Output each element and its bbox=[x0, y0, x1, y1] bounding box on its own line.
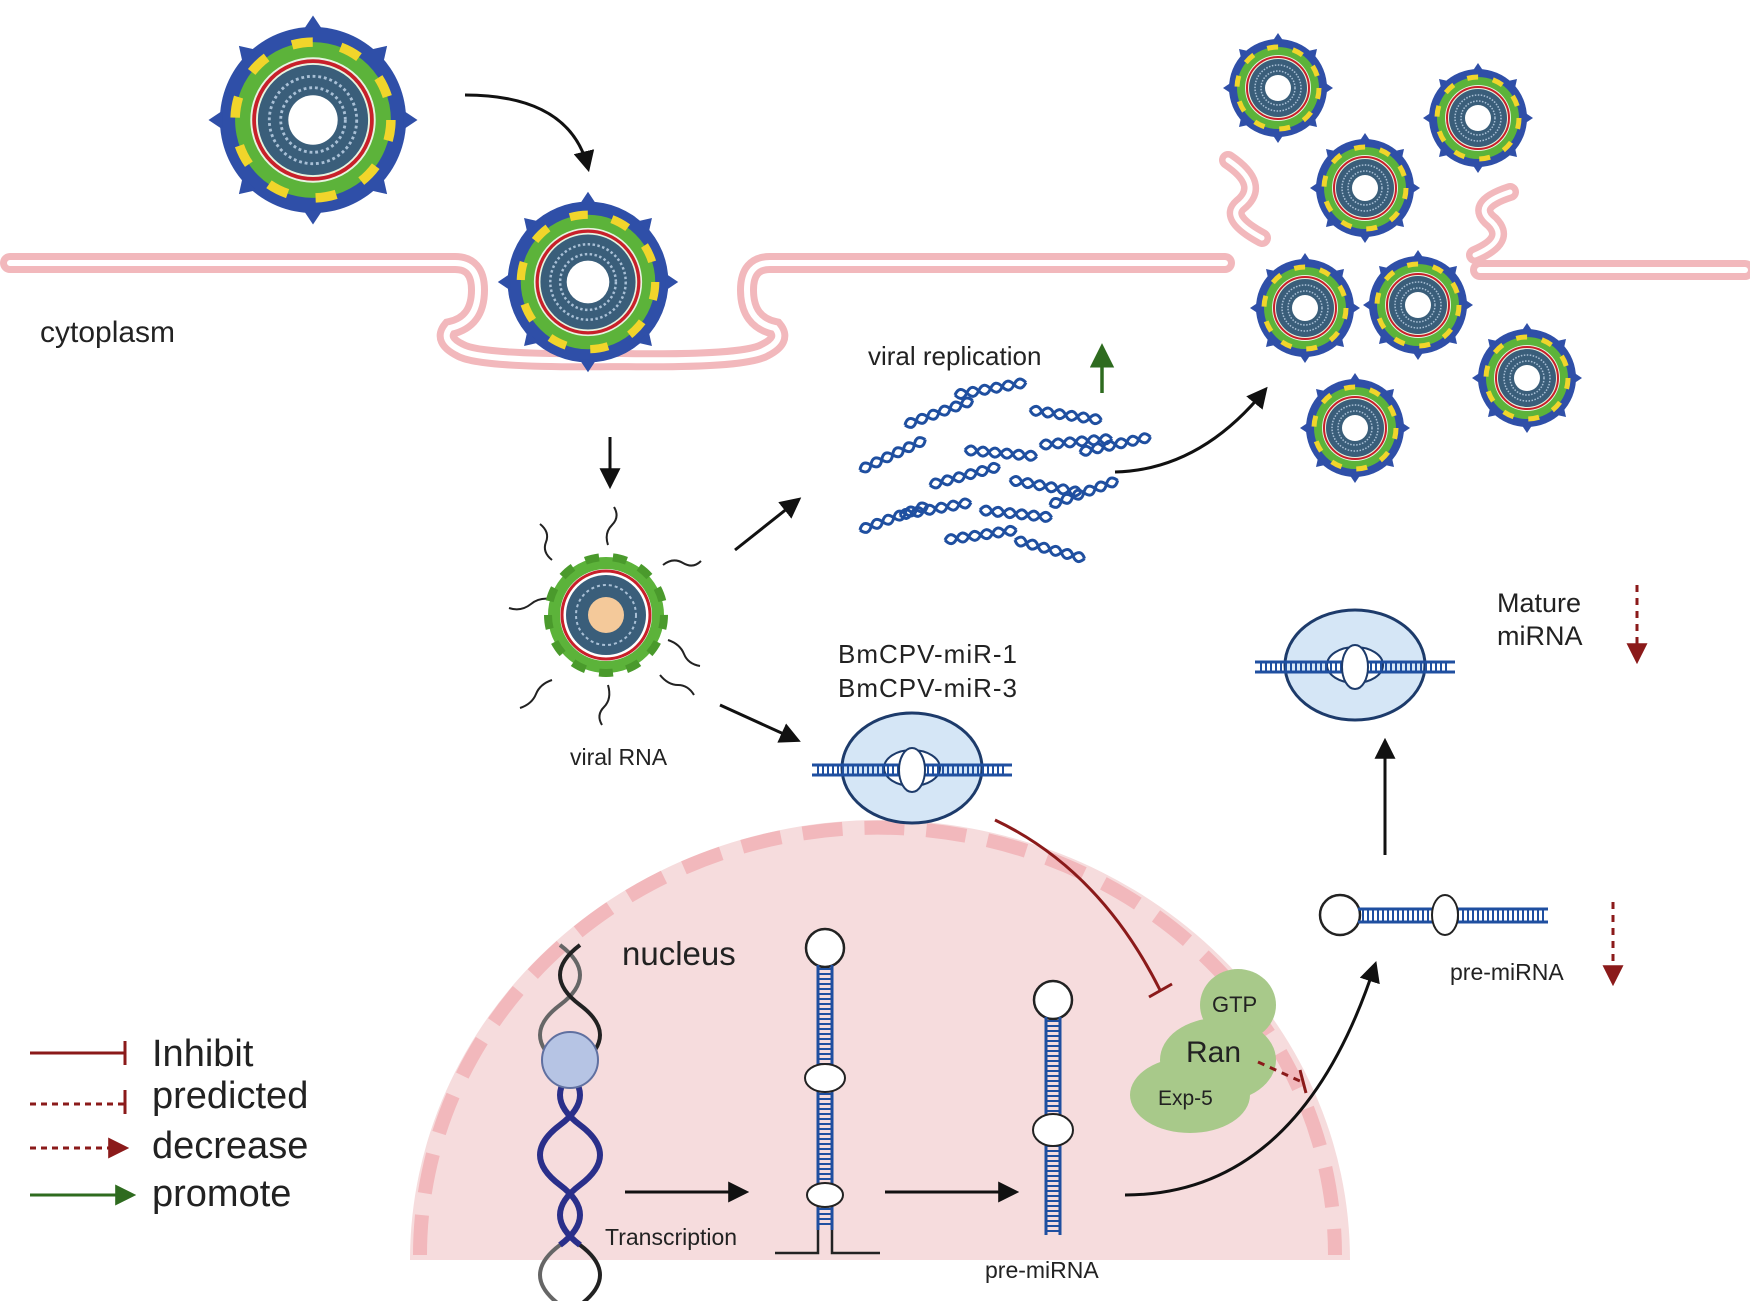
transcription-label: Transcription bbox=[605, 1224, 737, 1250]
nucleus-pre-mirna-hairpin bbox=[1032, 979, 1074, 1235]
arrows bbox=[464, 93, 1396, 1203]
mir1-label: BmCPV-miR-1 bbox=[838, 639, 1018, 669]
legend-predicted-label: predicted bbox=[152, 1075, 308, 1117]
viral-rna-cluster bbox=[856, 376, 1153, 565]
cytoplasm-pre-mirna-hairpin bbox=[1318, 893, 1548, 937]
legend-decrease-label: decrease bbox=[152, 1125, 308, 1167]
cytoplasm-label: cytoplasm bbox=[40, 316, 175, 349]
uncoated-virus bbox=[508, 506, 702, 726]
cell-membrane bbox=[0, 151, 1750, 371]
viral-mirna-complex bbox=[812, 713, 1012, 823]
dna-helix bbox=[537, 943, 603, 1301]
legend-inhibit-label: Inhibit bbox=[152, 1033, 254, 1075]
legend-decrease: decrease bbox=[30, 1125, 308, 1167]
ran-label: Ran bbox=[1186, 1036, 1241, 1069]
pre-mirna-nucleus-label: pre-miRNA bbox=[985, 1257, 1099, 1283]
virus-endocytosed bbox=[498, 192, 678, 372]
mature-label-line1: Mature bbox=[1497, 588, 1581, 618]
pre-mirna-cytoplasm-label: pre-miRNA bbox=[1450, 959, 1564, 985]
inhibit-line bbox=[994, 818, 1173, 999]
viral-replication-label: viral replication bbox=[868, 341, 1041, 371]
gtp-label: GTP bbox=[1212, 992, 1257, 1017]
mature-mirna-complex bbox=[1255, 610, 1455, 720]
legend-inhibit: Inhibit bbox=[30, 1033, 254, 1075]
pri-mirna-hairpin bbox=[775, 927, 880, 1255]
nucleus-label: nucleus bbox=[622, 935, 736, 972]
exp5-label: Exp-5 bbox=[1158, 1087, 1213, 1110]
legend-predicted: predicted bbox=[30, 1075, 308, 1117]
legend: Inhibit predicted decrease promote bbox=[30, 1033, 308, 1215]
predicted-inhibit-line bbox=[1257, 1060, 1308, 1094]
viral-rna-label: viral RNA bbox=[570, 744, 668, 770]
virus-entering bbox=[209, 15, 418, 224]
legend-promote-label: promote bbox=[152, 1173, 291, 1215]
mature-label-line2: miRNA bbox=[1497, 621, 1583, 651]
nucleus-region bbox=[410, 820, 1350, 1260]
mir3-label: BmCPV-miR-3 bbox=[838, 673, 1018, 703]
progeny-viruses bbox=[1223, 33, 1582, 483]
legend-promote: promote bbox=[30, 1173, 291, 1215]
ran-exp5-complex bbox=[1130, 969, 1276, 1133]
